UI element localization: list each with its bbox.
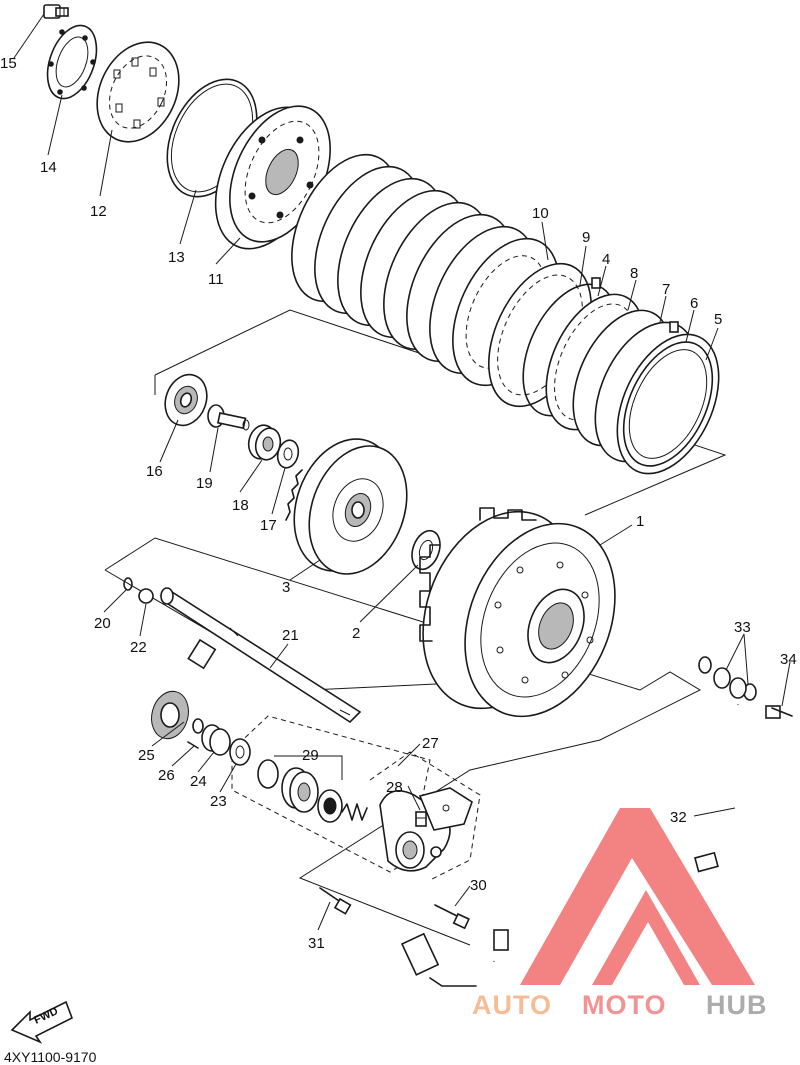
callout-12: 12 bbox=[90, 203, 107, 220]
part-15-bolt bbox=[43, 4, 69, 19]
part-14-plate bbox=[46, 24, 98, 100]
callout-3: 3 bbox=[282, 579, 290, 596]
part-1-clutch-housing bbox=[419, 507, 616, 718]
part-18-collar bbox=[247, 424, 282, 461]
part-29-piston-kit bbox=[257, 759, 368, 823]
callout-24: 24 bbox=[190, 773, 207, 790]
part-12-pressure-plate bbox=[96, 41, 180, 143]
part-19-bolt bbox=[207, 404, 250, 431]
part-21-push-rod bbox=[160, 587, 362, 724]
callout-21: 21 bbox=[282, 627, 299, 644]
part-34-union-bolt bbox=[765, 705, 793, 719]
callout-30: 30 bbox=[470, 877, 487, 894]
callout-29: 29 bbox=[302, 747, 319, 764]
leader-lines bbox=[13, 13, 791, 931]
parts-10-to-5-rings bbox=[487, 262, 720, 475]
callout-labels: 15 14 12 13 11 10 9 4 8 7 6 5 16 19 18 1… bbox=[0, 55, 797, 952]
callout-14: 14 bbox=[40, 159, 57, 176]
watermark-word-hub: HUB bbox=[706, 990, 768, 1020]
fwd-arrow-badge: FWD bbox=[10, 1000, 74, 1044]
callout-34: 34 bbox=[780, 651, 797, 668]
part-24-piston bbox=[201, 724, 231, 756]
callout-22: 22 bbox=[130, 639, 147, 656]
callout-4: 4 bbox=[602, 251, 610, 268]
part-25-seal bbox=[151, 690, 189, 740]
part-16-bearing bbox=[164, 373, 208, 427]
part-27-release-cylinder bbox=[379, 787, 473, 872]
callout-10: 10 bbox=[532, 205, 549, 222]
part-code: 4XY1100-9170 bbox=[4, 1049, 97, 1065]
callout-33: 33 bbox=[734, 619, 751, 636]
part-26-oring bbox=[187, 718, 204, 749]
part-2-thrust-washer bbox=[411, 529, 441, 571]
part-20-oring bbox=[123, 577, 133, 591]
watermark-word-moto: MOTO bbox=[582, 990, 667, 1020]
part-3-push-plate bbox=[285, 438, 408, 575]
part-30-bolt bbox=[434, 904, 470, 930]
automotohub-watermark: AUTO MOTO HUB bbox=[472, 808, 768, 1020]
callout-18: 18 bbox=[232, 497, 249, 514]
part-28-bleed-screw bbox=[415, 811, 427, 827]
callout-11: 11 bbox=[208, 271, 224, 288]
callout-27: 27 bbox=[422, 735, 439, 752]
callout-5: 5 bbox=[714, 311, 722, 328]
callout-6: 6 bbox=[690, 295, 698, 312]
callout-23: 23 bbox=[210, 793, 227, 810]
callout-19: 19 bbox=[196, 475, 213, 492]
callout-16: 16 bbox=[146, 463, 163, 480]
callout-26: 26 bbox=[158, 767, 175, 784]
callout-28: 28 bbox=[386, 779, 403, 796]
part-22-ball bbox=[138, 588, 154, 604]
callout-7: 7 bbox=[662, 281, 670, 298]
callout-2: 2 bbox=[352, 625, 360, 642]
part-17-washer bbox=[276, 439, 300, 469]
callout-15: 15 bbox=[0, 55, 17, 72]
callout-13: 13 bbox=[168, 249, 185, 266]
callout-1: 1 bbox=[636, 513, 644, 530]
part-31-bolt bbox=[319, 887, 352, 915]
callout-8: 8 bbox=[630, 265, 638, 282]
callout-31: 31 bbox=[308, 935, 325, 952]
callout-9: 9 bbox=[582, 229, 590, 246]
callout-17: 17 bbox=[260, 517, 277, 534]
callout-20: 20 bbox=[94, 615, 111, 632]
callout-25: 25 bbox=[138, 747, 155, 764]
part-33-washers bbox=[698, 656, 757, 701]
watermark-word-auto: AUTO bbox=[472, 990, 552, 1020]
callout-32: 32 bbox=[670, 809, 687, 826]
part-23-washer bbox=[229, 738, 251, 766]
